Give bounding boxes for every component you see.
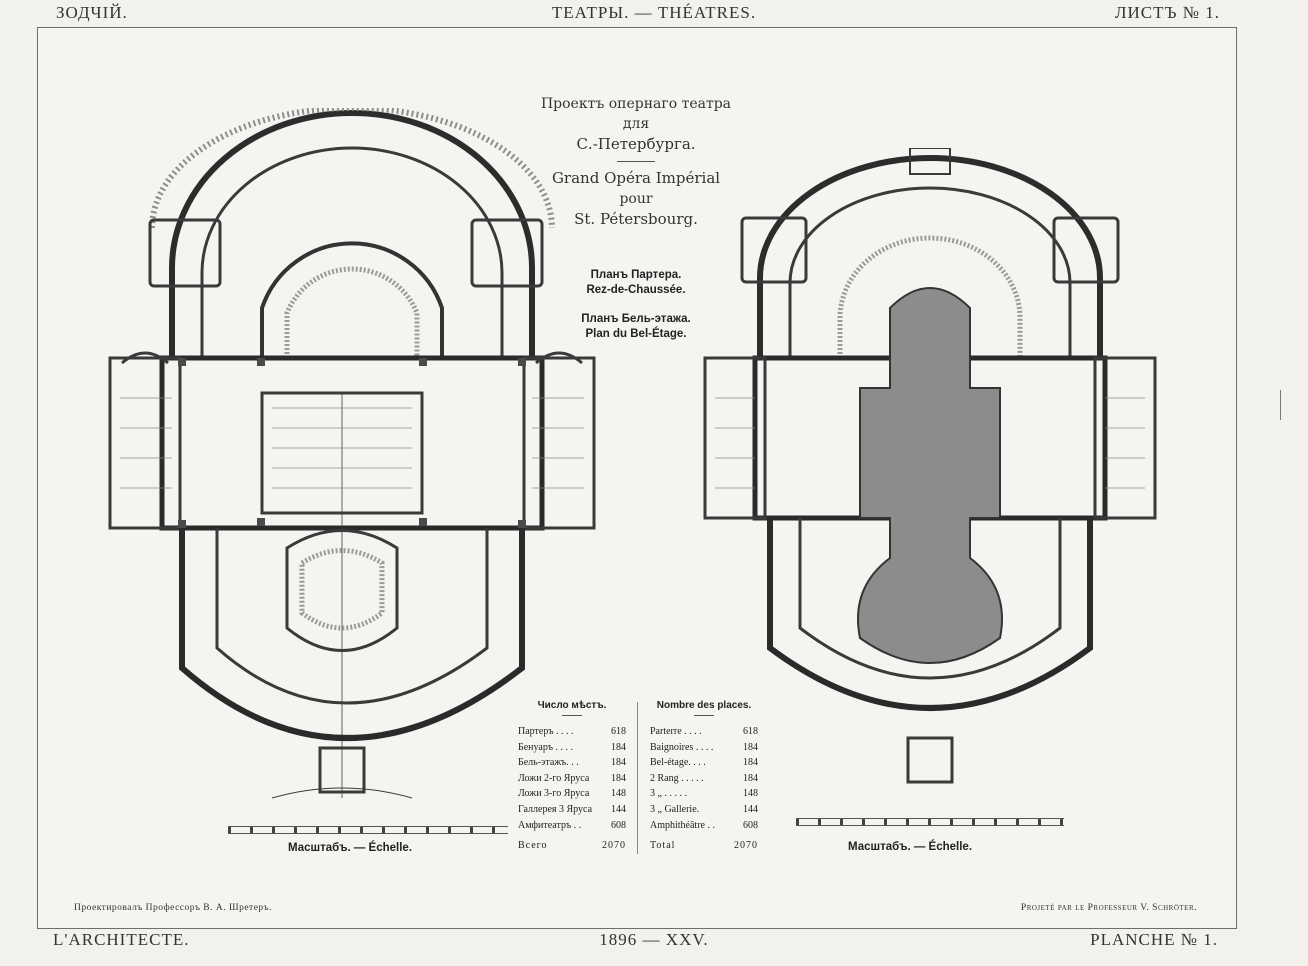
table-row: Галлерея 3 Яруса 144 — [518, 802, 626, 818]
sheet-number: ЛИСТЪ № 1. — [1114, 3, 1220, 22]
total-value: 2070 — [734, 840, 758, 852]
title-ru-line3: С.-Петербурга. — [576, 135, 696, 153]
title-fr-line3: St. Pétersbourg. — [574, 210, 698, 228]
table-row: 2 Rang . . . . . 184 — [650, 771, 758, 787]
architect-credit-fr: Projeté par le Professeur V. Schröter. — [1020, 903, 1197, 913]
row-label: 3 „ . . . . . — [650, 788, 687, 800]
seats-heading-ru: Число мѣстъ. — [537, 700, 607, 711]
section-title: ТЕАТРЫ. — THÉATRES. — [551, 3, 757, 22]
row-label: Ложи 3-го Яруса — [518, 788, 590, 800]
scale-bar-right — [796, 818, 1064, 826]
journal-title: ЗОДЧІЙ. — [56, 3, 128, 22]
total-row: Всего 2070 — [518, 840, 626, 851]
total-label: Всего — [518, 840, 548, 852]
row-value: 184 — [743, 772, 758, 784]
row-value: 184 — [743, 741, 758, 753]
heading-rule — [694, 715, 714, 716]
table-row: Бель-этажъ. . . 184 — [518, 755, 626, 771]
total-label: Total — [650, 840, 676, 852]
title-ru-line1: Проектъ опернаго театра — [540, 96, 732, 112]
table-row: Baignoires . . . . 184 — [650, 740, 758, 756]
row-value: 144 — [611, 803, 626, 815]
journal-title-fr: L'ARCHITECTE. — [53, 930, 190, 949]
architect-credit-ru: Проектировалъ Профессоръ В. А. Шретеръ. — [74, 903, 272, 913]
ground-plan-caption-ru: Планъ Партера. — [590, 269, 682, 281]
table-row: Партеръ . . . . 618 — [518, 724, 626, 740]
scale-label-right: Масштабъ. — Échelle. — [848, 841, 973, 853]
table-row: Бенуаръ . . . . 184 — [518, 740, 626, 756]
row-label: 2 Rang . . . . . — [650, 772, 704, 784]
year-volume: 1896 — XXV. — [599, 930, 709, 949]
table-row: Parterre . . . . 618 — [650, 724, 758, 740]
row-value: 184 — [611, 772, 626, 784]
table-row: Bel-étage. . . . 184 — [650, 755, 758, 771]
title-divider — [617, 161, 655, 162]
row-value: 608 — [611, 819, 626, 831]
row-label: Amphithéâtre . . — [650, 819, 715, 831]
title-fr-line1: Grand Opéra Impérial — [551, 169, 721, 187]
table-row: Ложи 3-го Яруса 148 — [518, 786, 626, 802]
row-label: Галлерея 3 Яруса — [518, 803, 593, 815]
row-label: Амфитеатръ . . — [518, 819, 582, 831]
upper-plan-caption: Планъ Бель-этажа. Plan du Bel-Étage. — [520, 312, 752, 342]
row-value: 148 — [611, 788, 626, 800]
bel-etage-plan — [700, 148, 1160, 788]
seats-heading-fr: Nombre des places. — [656, 700, 752, 711]
row-value: 184 — [611, 757, 626, 769]
title-block: Проектъ опернаго театра для С.-Петербург… — [520, 94, 752, 230]
row-label: Бенуаръ . . . . — [518, 741, 574, 753]
bel-etage-drawing — [703, 148, 1157, 784]
ground-plan-caption: Планъ Партера. Rez-de-Chaussée. — [520, 268, 752, 298]
table-row: Ложи 2-го Яруса 184 — [518, 771, 626, 787]
row-label: Baignoires . . . . — [650, 741, 714, 753]
row-label: Ложи 2-го Яруса — [518, 772, 590, 784]
ground-plan-caption-fr: Rez-de-Chaussée. — [586, 284, 686, 296]
row-label: 3 „ Gallerie. — [650, 803, 700, 815]
table-row: Amphithéâtre . . 608 — [650, 818, 758, 834]
ground-floor-drawing — [108, 108, 596, 799]
scale-bar-left — [228, 826, 508, 834]
row-value: 148 — [743, 788, 758, 800]
table-row: Амфитеатръ . . 608 — [518, 818, 626, 834]
heading-rule — [562, 715, 582, 716]
upper-plan-caption-ru: Планъ Бель-этажа. — [581, 313, 691, 325]
total-row: Total 2070 — [650, 840, 758, 851]
row-value: 144 — [743, 803, 758, 815]
row-label: Bel-étage. . . . — [650, 757, 706, 769]
plate-number: PLANCHE № 1. — [1090, 930, 1218, 949]
row-value: 184 — [743, 757, 758, 769]
table-divider — [637, 702, 638, 854]
table-row: 3 „ . . . . . 148 — [650, 786, 758, 802]
row-value: 618 — [743, 726, 758, 737]
row-value: 618 — [611, 726, 626, 737]
row-label: Партеръ . . . . — [518, 726, 574, 737]
row-value: 608 — [743, 819, 758, 831]
row-label: Parterre . . . . — [650, 726, 702, 737]
title-fr-line2: pour — [619, 191, 653, 207]
total-value: 2070 — [602, 840, 626, 852]
title-ru-line2: для — [622, 116, 650, 132]
ground-floor-plan — [92, 108, 612, 808]
row-value: 184 — [611, 741, 626, 753]
row-label: Бель-этажъ. . . — [518, 757, 579, 769]
scale-label-left: Масштабъ. — Échelle. — [288, 842, 413, 854]
seats-table-fr: Nombre des places. Parterre . . . . 618 B… — [650, 700, 758, 851]
upper-plan-caption-fr: Plan du Bel-Étage. — [585, 328, 687, 340]
table-row: 3 „ Gallerie. 144 — [650, 802, 758, 818]
margin-mark — [1280, 390, 1300, 420]
auditorium-floor-shape — [857, 287, 1003, 664]
seats-table-ru: Число мѣстъ. Партеръ . . . . 618 Бенуаръ … — [518, 700, 626, 851]
